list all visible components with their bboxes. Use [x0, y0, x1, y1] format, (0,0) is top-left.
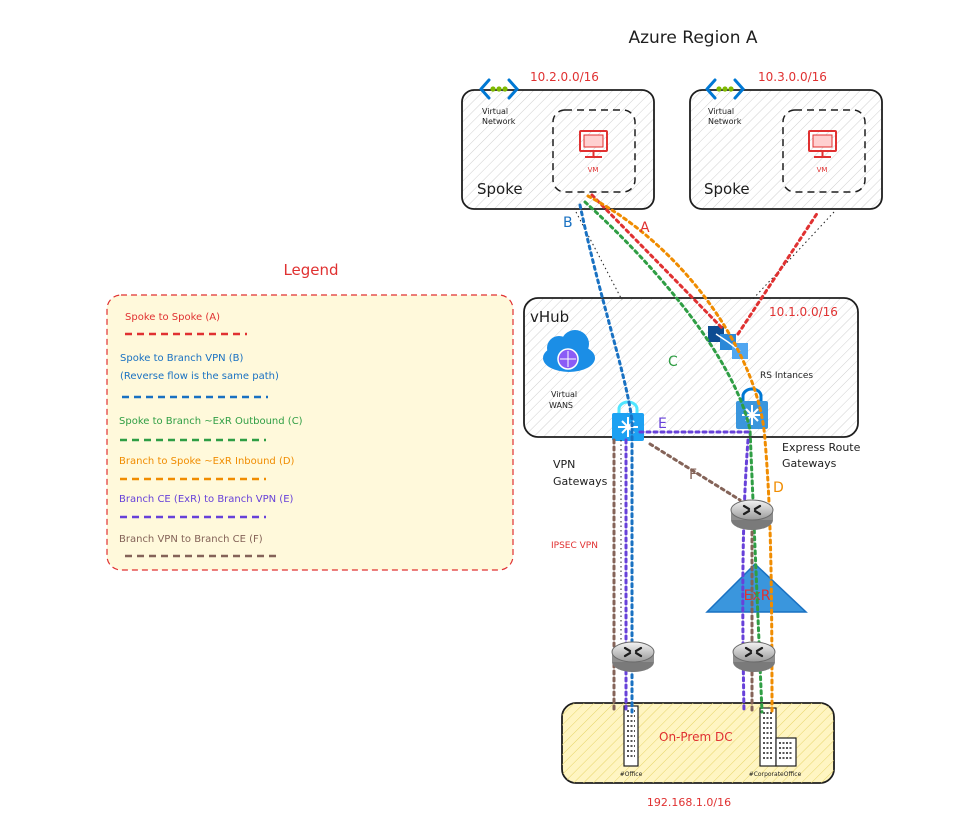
legend-item-exr-inbound: Branch to Spoke ~ExR Inbound (D): [119, 456, 295, 467]
path-d: [586, 194, 774, 714]
path-c: [583, 200, 764, 714]
path-letter-b: B: [563, 215, 573, 231]
spoke-1-vnet-label-2: Network: [482, 117, 516, 126]
vm-icon: [579, 130, 608, 158]
legend-item-spoke-to-spoke: Spoke to Spoke (A): [125, 312, 220, 323]
spoke-1-vnet-label-1: Virtual: [482, 107, 508, 116]
connector-spoke2-hub: [751, 211, 835, 301]
spoke-1-vm-boundary: [552, 109, 636, 193]
vhub-label: vHub: [530, 308, 569, 326]
path-e-exr: [741, 438, 750, 714]
legend-item-spoke-to-branch-vpn-note: (Reverse flow is the same path): [120, 371, 279, 382]
virtual-wan-label-2: WANS: [549, 401, 573, 410]
expressroute-gateway-label-1: Express Route: [782, 441, 861, 454]
path-letter-a: A: [640, 220, 650, 236]
vhub: vHub 10.1.0.0/16 Virtual WANS RS Intance…: [523, 297, 859, 438]
legend: Legend Spoke to Spoke (A) Spoke to Branc…: [106, 261, 514, 571]
ipsec-vpn-label: IPSEC VPN: [551, 541, 598, 551]
path-letter-d: D: [773, 480, 784, 496]
virtual-network-icon: [479, 78, 520, 100]
onprem-dc: On-Prem DC 192.168.1.0/16 #Office #Corpo…: [561, 702, 835, 809]
spoke-2-label: Spoke: [704, 180, 750, 198]
expressroute-gateway-label-2: Gateways: [782, 457, 837, 470]
virtual-network-icon: [705, 78, 746, 100]
spoke-2: 10.3.0.0/16 Virtual Network VM Spoke: [689, 70, 883, 210]
spoke-1-vm-label: VM: [588, 166, 599, 174]
vpn-gateway-label-1: VPN: [553, 458, 575, 471]
router-icon: [730, 499, 774, 530]
spoke-2-vm-boundary: [782, 109, 866, 193]
spoke-1-box: [461, 89, 655, 210]
legend-item-branch-ce-to-vpn: Branch CE (ExR) to Branch VPN (E): [119, 494, 294, 505]
connectors: [575, 211, 835, 640]
route-server-label: RS Intances: [760, 371, 813, 381]
path-letter-c: C: [668, 354, 678, 370]
office-building-icon: [623, 705, 639, 767]
onprem-cidr: 192.168.1.0/16: [647, 796, 731, 809]
legend-box: [106, 294, 514, 571]
path-letter-f: F: [689, 467, 697, 483]
virtual-wan-icon: [543, 330, 595, 372]
spoke-1: 10.2.0.0/16 Virtual Network VM Spoke: [461, 70, 655, 210]
spoke-2-vnet-label-2: Network: [708, 117, 742, 126]
path-a-2: [736, 210, 820, 336]
legend-title: Legend: [283, 261, 338, 279]
office-label: #Office: [620, 771, 643, 778]
path-a: [590, 193, 726, 332]
vhub-cidr: 10.1.0.0/16: [769, 305, 838, 319]
path-b: [578, 203, 634, 714]
legend-item-exr-outbound: Spoke to Branch ~ExR Outbound (C): [119, 416, 303, 427]
spoke-2-vm-label: VM: [817, 166, 828, 174]
spoke-1-cidr: 10.2.0.0/16: [530, 70, 599, 84]
path-f-diag: [648, 442, 742, 502]
spoke-1-label: Spoke: [477, 180, 523, 198]
corporate-office-label: #CorporateOffice: [749, 771, 802, 778]
diagram-title: Azure Region A: [628, 28, 757, 48]
spoke-2-box: [689, 89, 883, 210]
vpn-gateway-label-2: Gateways: [553, 475, 608, 488]
router-icon: [732, 641, 776, 672]
virtual-wan-label-1: Virtual: [551, 390, 577, 399]
path-letter-e: E: [658, 416, 667, 432]
router-icon: [611, 641, 655, 672]
traffic-paths: [578, 193, 820, 714]
vm-icon: [808, 130, 837, 158]
legend-item-spoke-to-branch-vpn: Spoke to Branch VPN (B): [120, 353, 244, 364]
spoke-2-cidr: 10.3.0.0/16: [758, 70, 827, 84]
onprem-label: On-Prem DC: [659, 730, 733, 744]
legend-item-branch-vpn-to-ce: Branch VPN to Branch CE (F): [119, 534, 263, 545]
connector-spoke1-hub: [575, 211, 623, 301]
spoke-2-vnet-label-1: Virtual: [708, 107, 734, 116]
corporate-office-building-icon: [759, 707, 797, 767]
